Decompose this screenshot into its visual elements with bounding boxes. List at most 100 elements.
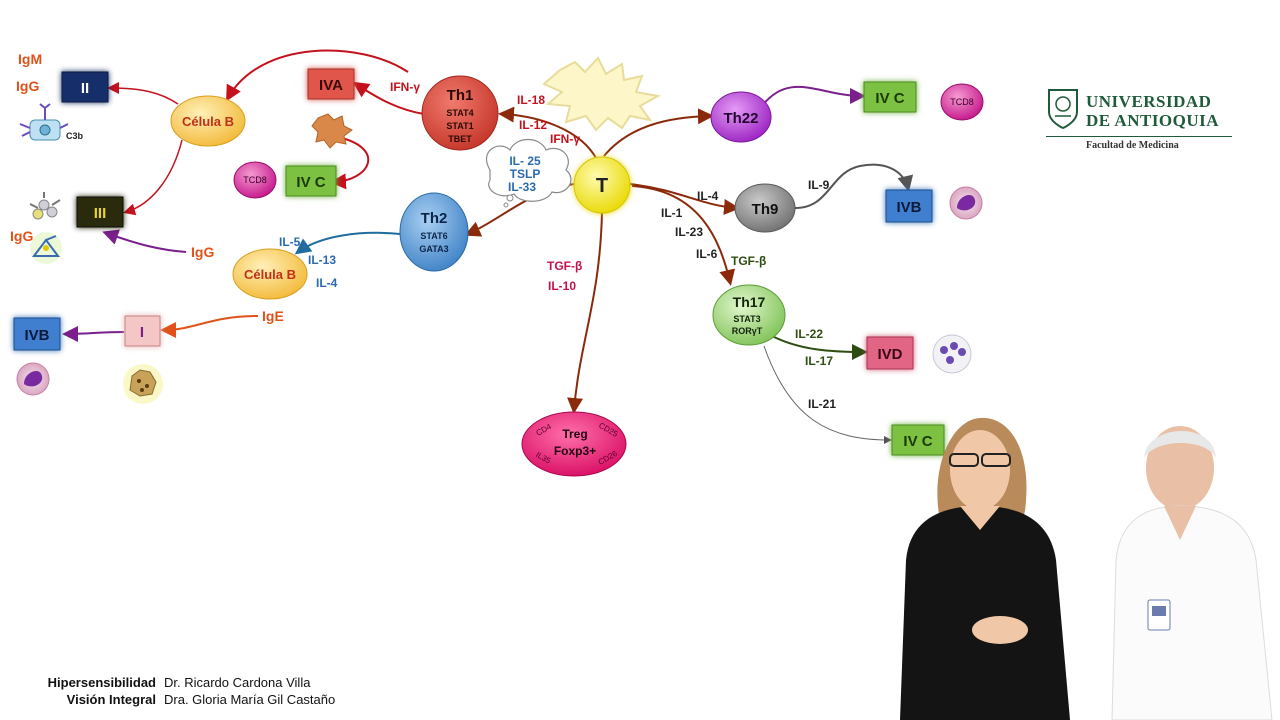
box-ivc-left-label: IV C [296, 174, 325, 191]
treg-foxp3: Foxp3+ [554, 444, 596, 458]
label-il21: IL-21 [808, 397, 836, 411]
cloud-dot-2 [503, 202, 509, 208]
t-cell-label: T [596, 175, 608, 197]
author-1: Dr. Ricardo Cardona Villa [164, 675, 311, 690]
th22-cell [710, 91, 772, 143]
box-ivb-right-label: IVB [896, 199, 921, 216]
label-ifn-right: IFN-γ [550, 132, 580, 146]
cytokine-cloud [486, 138, 572, 202]
mast-cell-icon [123, 364, 163, 404]
antibody-complex-icon [30, 232, 62, 264]
box-i [124, 315, 161, 347]
eosinophil-icon-left [16, 362, 50, 396]
th17-cell [712, 284, 786, 346]
label-igm: IgM [18, 51, 42, 67]
author-2: Dra. Gloria María Gil Castaño [164, 692, 336, 707]
th1-label: Th1 [447, 87, 474, 104]
label-il9: IL-9 [808, 178, 830, 192]
th2-label: Th2 [421, 210, 448, 227]
arrow-t-to-treg [567, 211, 603, 414]
credits-row-2: Visión Integral Dra. Gloria María Gil Ca… [30, 691, 336, 708]
th17-stat3: STAT3 [733, 314, 760, 324]
presenter-woman [900, 417, 1070, 720]
label-il5: IL-5 [279, 235, 301, 249]
macrophage-icon [311, 113, 353, 149]
arrow-bcell-to-ii [107, 82, 179, 105]
th1-stat4: STAT4 [446, 108, 473, 118]
arrow-ige-to-i [160, 315, 259, 338]
th22-label: Th22 [723, 110, 758, 127]
label-il22: IL-22 [795, 327, 823, 341]
arrow-th22-to-ivc [761, 85, 866, 107]
tcd8-cell-left [233, 161, 277, 199]
hypersensitivity-boxes [13, 68, 945, 456]
course-title-line2: Visión Integral [66, 692, 156, 707]
arrow-th1-to-bcell [226, 49, 409, 102]
box-ivb-left-label: IVB [24, 327, 49, 344]
cloud-il25: IL- 25 [509, 154, 541, 168]
label-il4-right: IL-4 [697, 189, 719, 203]
box-i-label: I [140, 324, 144, 341]
arrow-macrophage-to-ivc [330, 137, 370, 190]
presenters-video [900, 417, 1273, 720]
cloud-dot-1 [506, 194, 514, 202]
arrow-th2-to-bcell [294, 231, 401, 255]
bcell-top-label: Célula B [182, 114, 234, 129]
label-igg-left: IgG [10, 228, 33, 244]
th1-stat1: STAT1 [446, 121, 473, 131]
label-igg-top: IgG [16, 78, 39, 94]
arrow-bcell-to-iii [123, 139, 183, 216]
box-ii-label: II [81, 80, 89, 97]
arrow-t-to-th17 [631, 185, 736, 286]
label-il10: IL-10 [548, 279, 576, 293]
box-ivb-left [13, 317, 61, 351]
bcell-mid [232, 248, 308, 300]
university-seal-icon [1048, 89, 1078, 130]
box-iva-label: IVA [319, 77, 343, 94]
box-ivd-label: IVD [877, 346, 902, 363]
c3b-label: C3b [66, 131, 84, 141]
box-ivc-left [285, 165, 337, 197]
label-il13: IL-13 [308, 253, 336, 267]
box-iva [307, 68, 355, 100]
box-iii [76, 196, 124, 228]
label-il6: IL-6 [696, 247, 718, 261]
label-il12: IL-12 [519, 118, 547, 132]
box-ivc-top-label: IV C [875, 90, 904, 107]
box-ivc-bottom [891, 424, 945, 456]
label-igg-arrow: IgG [191, 244, 214, 260]
box-ivd [866, 336, 914, 370]
label-tgfb-right: TGF-β [731, 254, 766, 268]
university-logo: UNIVERSIDAD DE ANTIOQUIA Facultad de Med… [1046, 86, 1236, 156]
th1-tbet: TBET [448, 134, 472, 144]
box-ivc-bottom-label: IV C [903, 433, 932, 450]
label-tgfb-left: TGF-β [547, 259, 582, 273]
tcd8-cell-right [940, 83, 984, 121]
th2-cell [399, 192, 469, 272]
credits: Hipersensibilidad Dr. Ricardo Cardona Vi… [30, 674, 336, 708]
label-ifn-left: IFN-γ [390, 80, 420, 94]
box-ivb-right [885, 189, 933, 223]
arrow-i-to-ivb [62, 325, 125, 342]
th2-gata3: GATA3 [419, 244, 448, 254]
arrow-t-to-th9 [629, 183, 740, 215]
cloud-tslp: TSLP [510, 167, 541, 181]
antigen-complement-icon [19, 103, 69, 141]
box-iii-label: III [94, 205, 107, 222]
arrow-t-to-th22 [603, 108, 714, 157]
label-il23: IL-23 [675, 225, 703, 239]
label-il1: IL-1 [661, 206, 683, 220]
bcell-top [170, 95, 246, 147]
th1-cell [421, 75, 499, 151]
t-cell [573, 156, 631, 214]
th9-label: Th9 [752, 201, 779, 218]
label-ige: IgE [262, 308, 284, 324]
arrow-th17-to-ivd [771, 335, 868, 360]
tcd8-right-label: TCD8 [950, 97, 974, 107]
neutrophil-icon [932, 334, 972, 374]
cloud-il33: IL-33 [508, 180, 536, 194]
arrow-t-to-th1 [498, 106, 597, 159]
arrow-th1-to-iva [352, 81, 425, 115]
th17-label: Th17 [733, 294, 766, 310]
